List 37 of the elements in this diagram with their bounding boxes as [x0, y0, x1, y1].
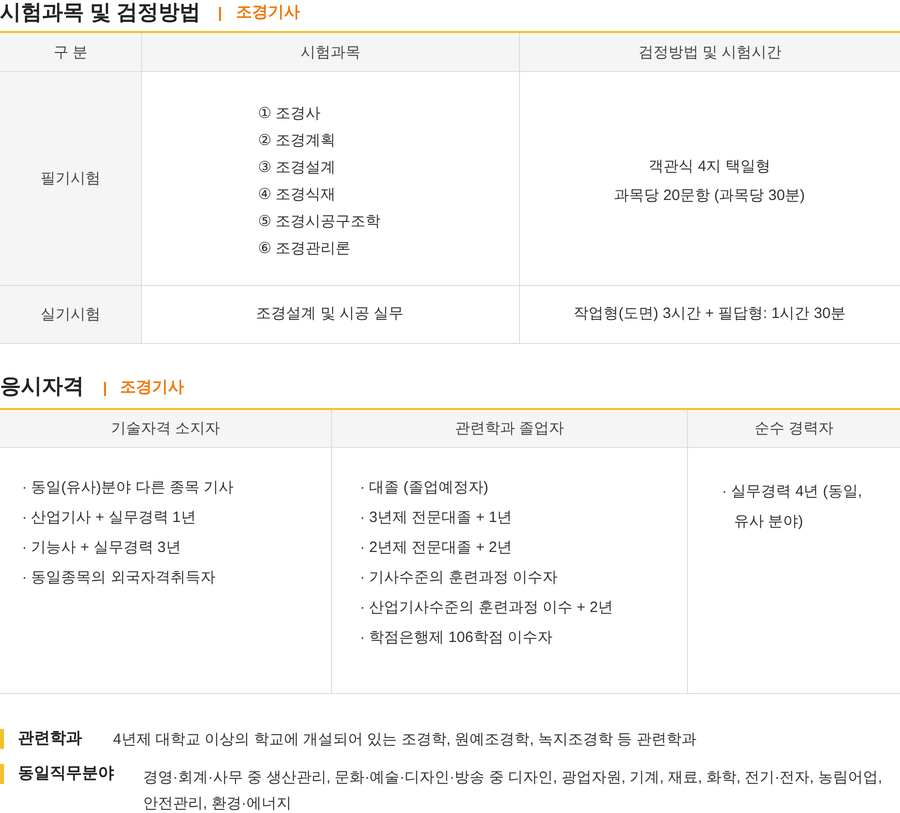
- description-text: 4년제 대학교 이상의 학교에 개설되어 있는 조경학, 원예조경학, 녹지조경학 등 관련학과: [113, 730, 696, 750]
- qualification-item: · 대졸 (졸업예정자): [360, 478, 488, 498]
- term-heading: 관련학과: [18, 729, 82, 749]
- qualification-item: · 동일(유사)분야 다른 종목 기사: [22, 478, 234, 498]
- exam-method-text: 객관식 4지 택일형: [648, 157, 772, 177]
- subject-item: ② 조경계획: [258, 131, 336, 151]
- qualification-item: · 산업기사 + 실무경력 1년: [22, 508, 196, 528]
- subject-item: ⑤ 조경시공구조학: [258, 212, 381, 232]
- exam-method-text: 작업형(도면) 3시간 + 필답형: 1시간 30분: [572, 304, 847, 324]
- subject-item: ④ 조경식재: [258, 185, 336, 205]
- qualification-item: · 기사수준의 훈련과정 이수자: [360, 568, 558, 588]
- row-header: 필기시험: [0, 72, 141, 285]
- section-title: 시험과목 및 검정방법: [0, 0, 201, 26]
- qualification-item: · 동일종목의 외국자격취득자: [22, 568, 216, 588]
- term-heading: 동일직무분야: [18, 764, 114, 784]
- column-header: 검정방법 및 시험시간: [520, 33, 900, 71]
- qualification-item: · 실무경력 4년 (동일, 유사 분야): [722, 482, 864, 532]
- practical-subject-text: 조경설계 및 시공 실무: [255, 304, 405, 324]
- column-header: 관련학과 졸업자: [332, 410, 687, 447]
- section-title: 응시자격: [0, 374, 84, 400]
- section-subtitle: 조경기사: [120, 378, 184, 398]
- row-header: 실기시험: [0, 286, 141, 343]
- section-subtitle: 조경기사: [236, 3, 300, 23]
- column-header: 순수 경력자: [688, 410, 900, 447]
- qualification-item: · 산업기사수준의 훈련과정 이수 + 2년: [360, 598, 613, 618]
- qualification-item: · 기능사 + 실무경력 3년: [22, 538, 181, 558]
- subject-item: ① 조경사: [258, 104, 321, 124]
- column-header: 구 분: [0, 33, 141, 71]
- column-header: 시험과목: [142, 33, 519, 71]
- subject-item: ③ 조경설계: [258, 158, 336, 178]
- qualification-item: · 2년제 전문대졸 + 2년: [360, 538, 512, 558]
- qualification-item: · 학점은행제 106학점 이수자: [360, 628, 553, 648]
- subject-item: ⑥ 조경관리론: [258, 239, 351, 259]
- description-text: 경영·회계·사무 중 생산관리, 문화·예술·디자인·방송 중 디자인, 광업자원, 기계, 재료, 화학, 전기·전자, 농림어업, 안전관리, 환경·에너지: [143, 768, 884, 813]
- exam-method-text: 과목당 20문항 (과목당 30분): [613, 186, 806, 206]
- column-header: 기술자격 소지자: [0, 410, 331, 447]
- qualification-item: · 3년제 전문대졸 + 1년: [360, 508, 512, 528]
